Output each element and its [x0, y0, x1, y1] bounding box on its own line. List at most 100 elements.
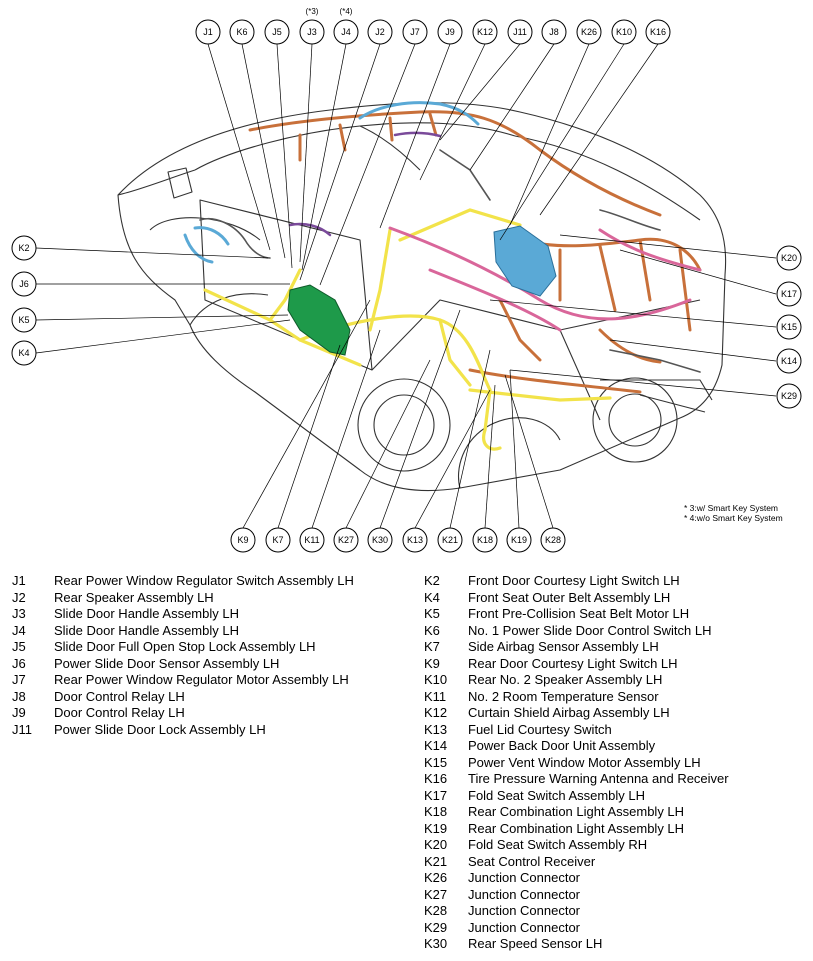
legend-name: Door Control Relay LH	[54, 688, 185, 704]
legend-code: K18	[424, 804, 448, 819]
legend-code: K30	[424, 936, 448, 951]
callout-circle	[195, 19, 221, 45]
callout-label: K12	[477, 27, 493, 37]
callout-circle	[333, 527, 359, 553]
legend-name: Tire Pressure Warning Antenna and Receiv…	[468, 771, 729, 786]
callout-label: J7	[410, 27, 420, 37]
callout-k20: K20	[776, 245, 802, 271]
vehicle-body	[117, 102, 727, 492]
legend-name: Power Slide Door Lock Assembly LH	[54, 721, 266, 737]
callout-k28: K28	[540, 527, 566, 553]
legend-name: Power Back Door Unit Assembly	[468, 738, 656, 753]
callout-label: K19	[511, 535, 527, 545]
callout-circle	[776, 245, 802, 271]
legend-code: K4	[424, 589, 440, 605]
legend-name: Front Door Courtesy Light Switch LH	[468, 573, 680, 588]
legend-name: Side Airbag Sensor Assembly LH	[468, 639, 659, 654]
callout-circle	[776, 348, 802, 374]
callout-circle	[11, 235, 37, 261]
callout-label: K18	[477, 535, 493, 545]
legend-code: K9	[424, 655, 440, 671]
callout-label: K27	[338, 535, 354, 545]
callout-k30: K30	[367, 527, 393, 553]
legend-code: K17	[424, 787, 448, 803]
legend-code: K28	[424, 903, 448, 918]
callout-circle	[333, 19, 359, 45]
callout-circle	[402, 527, 428, 553]
callout-circle	[776, 281, 802, 307]
callout-label: K28	[545, 535, 561, 545]
harness-orange	[248, 110, 702, 394]
callout-circle	[11, 340, 37, 366]
callout-label: J1	[203, 27, 213, 37]
legend-code: K10	[424, 672, 448, 687]
legend-name: Power Slide Door Sensor Assembly LH	[54, 655, 280, 671]
callout-circle	[507, 19, 533, 45]
callout-circle	[645, 19, 671, 45]
legend-name: Front Pre-Collision Seat Belt Motor LH	[468, 606, 690, 621]
callout-label: K13	[407, 535, 423, 545]
callout-label: J5	[272, 27, 282, 37]
callout-circle	[230, 527, 256, 553]
legend-name: Rear Speed Sensor LH	[468, 936, 603, 951]
callout-circle	[402, 19, 428, 45]
legend-code: K15	[424, 754, 448, 770]
legend-name: Door Control Relay LH	[54, 705, 185, 720]
legend-code: K12	[424, 705, 448, 720]
callout-k29: K29	[776, 383, 802, 409]
legend-name: Junction Connector	[468, 870, 581, 885]
legend-code: K27	[424, 886, 448, 902]
legend-code: K6	[424, 622, 440, 638]
callout-label: J11	[513, 27, 527, 37]
legend-row: J8 Door Control Relay LH	[12, 689, 354, 706]
callout-k7: K7	[265, 527, 291, 553]
callout-k12: K12	[472, 19, 498, 45]
callout-label: J3	[307, 27, 317, 37]
callout-label: J6	[19, 279, 29, 289]
legend-code: J11	[12, 721, 32, 737]
callout-j6: J6	[11, 271, 37, 297]
callout-circle	[229, 19, 255, 45]
callout-j5: J5	[264, 19, 290, 45]
harness-blue	[183, 101, 480, 264]
legend-code: J8	[12, 688, 26, 704]
legend-name: Power Vent Window Motor Assembly LH	[468, 754, 701, 770]
legend-row: K27 Junction Connector	[424, 887, 729, 904]
legend-name: Junction Connector	[468, 886, 581, 902]
callout-label: K9	[237, 535, 248, 545]
legend-name: Rear No. 2 Speaker Assembly LH	[468, 672, 663, 687]
callout-circle	[540, 527, 566, 553]
callout-circle	[11, 307, 37, 333]
harness-purple	[288, 131, 442, 237]
legend-code: K20	[424, 837, 448, 852]
callout-circle	[541, 19, 567, 45]
legend-row: K30 Rear Speed Sensor LH	[424, 936, 729, 953]
legend-code: K7	[424, 639, 440, 654]
legend-row: K7 Side Airbag Sensor Assembly LH	[424, 639, 729, 656]
legend-name: Slide Door Full Open Stop Lock Assembly …	[54, 639, 316, 654]
callout-circle	[472, 19, 498, 45]
harness-dark	[199, 149, 701, 373]
legend-row: K15 Power Vent Window Motor Assembly LH	[424, 755, 729, 772]
callout-label: J4	[341, 27, 351, 37]
legend-name: Junction Connector	[468, 919, 581, 935]
callout-label: K10	[616, 27, 632, 37]
